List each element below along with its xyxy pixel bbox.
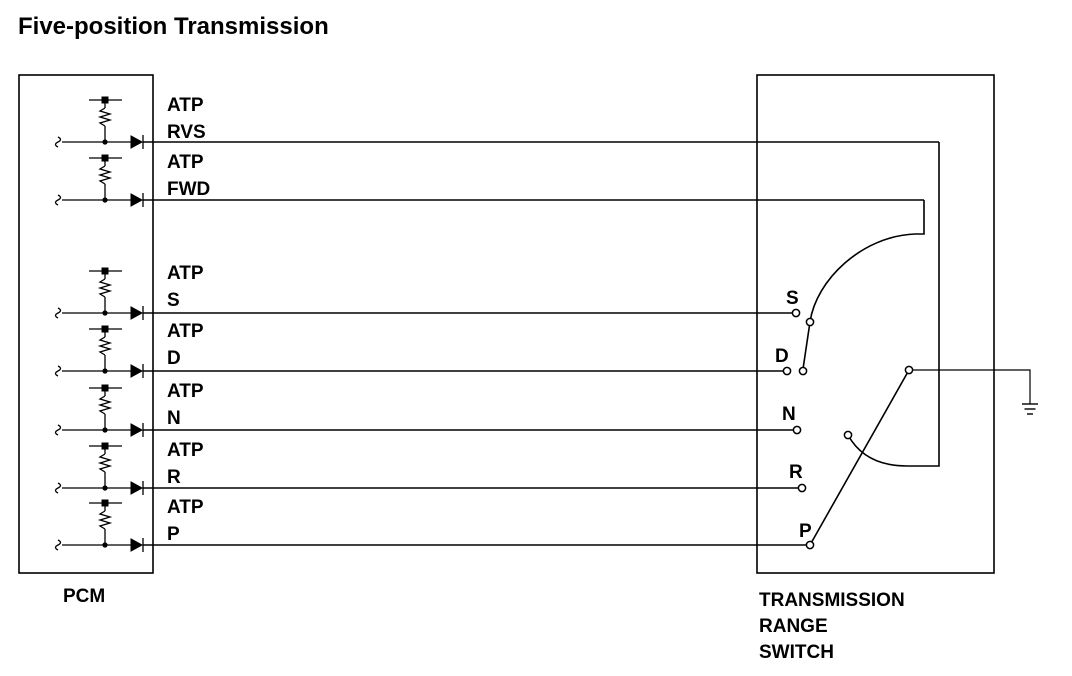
pcm-circuit-d [54, 325, 783, 378]
resistor-icon [97, 107, 113, 127]
signal-label-d-line1: ATP [167, 321, 204, 342]
switch-label-line3: SWITCH [759, 642, 834, 663]
pcm-box [18, 74, 154, 574]
supply-terminal [101, 384, 109, 392]
pcm-circuit-fwd [54, 154, 924, 207]
ground-icon [1022, 403, 1038, 415]
fwd-bridge-wire [802, 321, 811, 370]
switch-rvs-contact [843, 430, 853, 440]
fwd-return-wire [915, 200, 925, 235]
signal-label-n-line2: N [167, 408, 181, 429]
supply-terminal [101, 499, 109, 507]
switch-position-p: P [799, 521, 812, 542]
diode-icon [130, 135, 144, 149]
pcm-label: PCM [63, 586, 105, 607]
wire-break-icon [54, 194, 62, 206]
switch-terminal-s [791, 308, 801, 318]
signal-label-n-line1: ATP [167, 381, 204, 402]
signal-label-fwd-line1: ATP [167, 152, 204, 173]
wire-break-icon [54, 539, 62, 551]
switch-wiper [809, 369, 910, 546]
resistor-icon [97, 453, 113, 473]
diode-icon [130, 306, 144, 320]
supply-terminal [101, 96, 109, 104]
signal-label-r-line1: ATP [167, 440, 204, 461]
transmission-range-switch-box [756, 74, 995, 574]
switch-terminal-p [805, 540, 815, 550]
diode-icon [130, 481, 144, 495]
signal-label-s-line2: S [167, 290, 180, 311]
signal-label-p-line2: P [167, 524, 180, 545]
diode-icon [130, 423, 144, 437]
switch-position-n: N [782, 404, 796, 425]
wire-break-icon [54, 365, 62, 377]
pcm-circuits [54, 96, 939, 552]
resistor-icon [97, 165, 113, 185]
wire-break-icon [54, 136, 62, 148]
switch-position-d: D [775, 346, 789, 367]
pcm-circuit-s [54, 267, 792, 320]
signal-label-p-line1: ATP [167, 497, 204, 518]
supply-terminal [101, 325, 109, 333]
rvs-contact-arc [847, 434, 908, 467]
ground-wire [909, 369, 1031, 404]
pcm-circuit-n [54, 384, 793, 437]
switch-label-line2: RANGE [759, 616, 828, 637]
signal-label-r-line2: R [167, 467, 181, 488]
signal-label-d-line2: D [167, 348, 181, 369]
rvs-return-wire [907, 142, 940, 467]
supply-terminal [101, 154, 109, 162]
switch-contact-s [805, 317, 815, 327]
switch-terminal-r [797, 483, 807, 493]
switch-common-contact [904, 365, 914, 375]
fwd-contact-arc [809, 233, 916, 323]
switch-terminal-n [792, 425, 802, 435]
switch-terminal-d [782, 366, 792, 376]
signal-label-rvs-line2: RVS [167, 122, 206, 143]
wire-break-icon [54, 482, 62, 494]
pcm-circuit-p [54, 499, 806, 552]
signal-label-rvs-line1: ATP [167, 95, 204, 116]
resistor-icon [97, 395, 113, 415]
pcm-circuit-r [54, 442, 798, 495]
switch-position-s: S [786, 288, 799, 309]
diagram-title: Five-position Transmission [18, 13, 329, 40]
diode-icon [130, 538, 144, 552]
resistor-icon [97, 510, 113, 530]
signal-label-fwd-line2: FWD [167, 179, 210, 200]
switch-contact-d [798, 366, 808, 376]
signal-label-s-line1: ATP [167, 263, 204, 284]
wire-break-icon [54, 307, 62, 319]
resistor-icon [97, 336, 113, 356]
pcm-circuit-rvs [54, 96, 939, 149]
supply-terminal [101, 442, 109, 450]
diode-icon [130, 364, 144, 378]
switch-position-r: R [789, 462, 803, 483]
supply-terminal [101, 267, 109, 275]
diode-icon [130, 193, 144, 207]
wire-break-icon [54, 424, 62, 436]
resistor-icon [97, 278, 113, 298]
switch-label-line1: TRANSMISSION [759, 590, 905, 611]
